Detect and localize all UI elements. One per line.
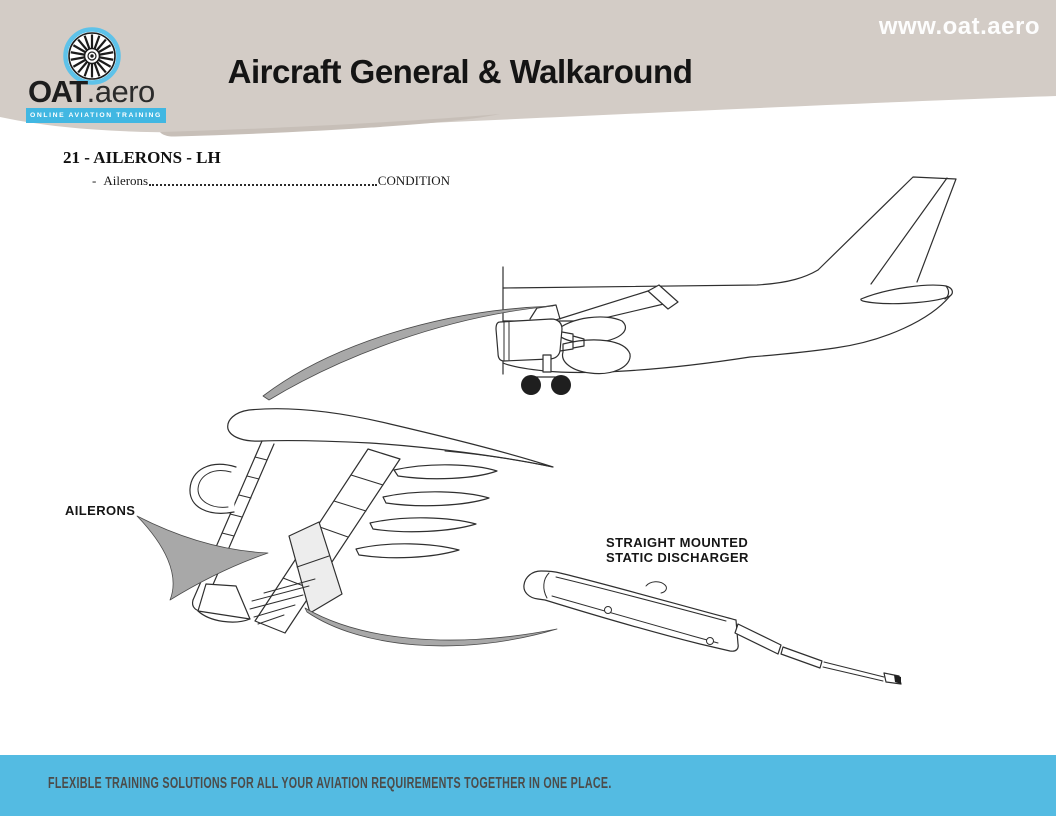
ailerons-pointer-swoosh bbox=[136, 515, 269, 601]
aircraft-side-view-illustration bbox=[262, 176, 957, 401]
header-band-shape bbox=[0, 0, 1056, 133]
logo-tagline: ONLINE AVIATION TRAINING bbox=[26, 108, 166, 123]
pointer-swoosh-wing bbox=[262, 305, 554, 401]
logo-wordmark: OAT.aero bbox=[28, 76, 155, 107]
page-title: Aircraft General & Walkaround bbox=[227, 53, 693, 90]
website-url: www.oat.aero bbox=[878, 13, 1040, 40]
static-discharger-label-line2: STATIC DISCHARGER bbox=[606, 550, 749, 565]
footer-tagline: FLEXIBLE TRAINING SOLUTIONS FOR ALL YOUR… bbox=[48, 775, 612, 792]
checklist-value: CONDITION bbox=[377, 173, 450, 188]
logo-brand-suffix: .aero bbox=[86, 74, 156, 109]
static-discharger-label-line1: STRAIGHT MOUNTED bbox=[606, 535, 749, 550]
header-band-shadow bbox=[160, 114, 500, 137]
checklist-label: Ailerons bbox=[103, 173, 149, 188]
turbine-fan-icon bbox=[63, 27, 121, 85]
logo-brand: OAT bbox=[28, 74, 88, 109]
ailerons-label: AILERONS bbox=[65, 503, 136, 518]
logo-oat-aero: OAT.aero ONLINE AVIATION TRAINING bbox=[0, 0, 200, 140]
section-heading: 21 - AILERONS - LH bbox=[63, 148, 221, 167]
static-discharger-illustration bbox=[523, 570, 902, 685]
wing-aileron-cutaway-illustration bbox=[136, 408, 558, 647]
checklist-bullet: - bbox=[92, 173, 97, 188]
dotted-leader bbox=[149, 183, 377, 186]
static-discharger-label: STRAIGHT MOUNTED STATIC DISCHARGER bbox=[606, 535, 749, 565]
header-band bbox=[0, 0, 1056, 137]
pointer-swoosh-discharger bbox=[304, 607, 558, 647]
footer-band: FLEXIBLE TRAINING SOLUTIONS FOR ALL YOUR… bbox=[0, 755, 1056, 816]
checklist-item: - Ailerons CONDITION bbox=[92, 173, 450, 189]
